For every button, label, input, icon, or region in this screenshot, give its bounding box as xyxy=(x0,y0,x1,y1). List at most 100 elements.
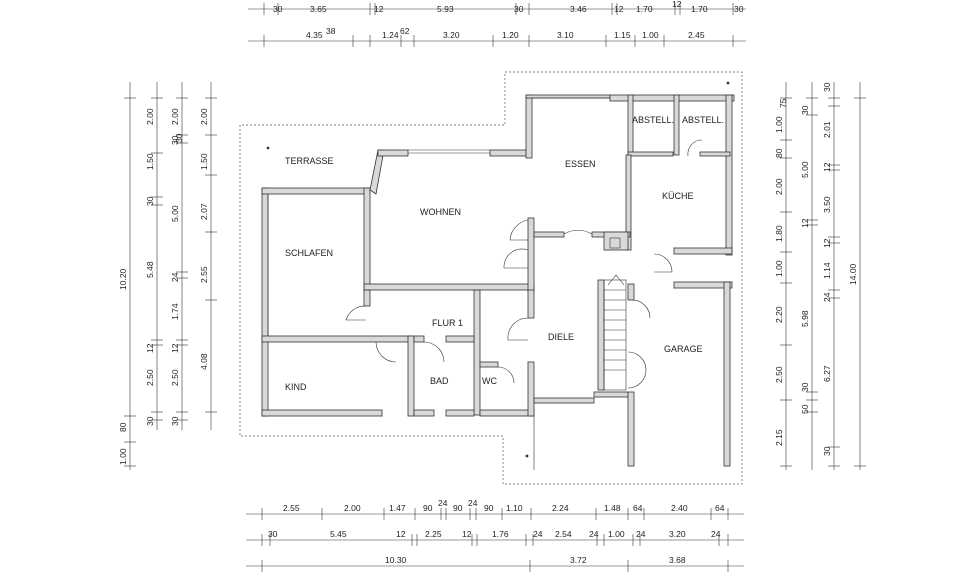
dim-right1-4: 1.80 xyxy=(774,225,784,242)
room-label-wc: WC xyxy=(482,376,497,386)
walls xyxy=(261,94,735,467)
dim-bot-10: 2.24 xyxy=(552,503,569,513)
room-label-garage: GARAGE xyxy=(664,344,703,354)
dim-top-6: 3.46 xyxy=(570,4,587,14)
dim-right1-1: 1.00 xyxy=(774,116,784,133)
dim-right3-6: 1.14 xyxy=(822,262,832,279)
dim-bot-2: 2.00 xyxy=(344,503,361,513)
dimension-lines-top: 30 3.65 12 5.93 30 3.46 12 1.70 12 1.70 … xyxy=(248,0,746,47)
dim-top-9: 12 xyxy=(672,0,682,9)
dim-left4-6: 4.08 xyxy=(199,353,209,370)
dimension-lines-bottom: 2.55 2.00 1.47 90 24 90 24 90 1.10 2.24 … xyxy=(246,498,744,572)
dim-top-4: 5.93 xyxy=(437,4,454,14)
dim-right1-3: 2.00 xyxy=(774,178,784,195)
dim-right1-8: 2.15 xyxy=(774,429,784,446)
dim-bot-3: 1.47 xyxy=(389,503,406,513)
dim-bot-5: 24 xyxy=(438,498,448,508)
dimension-lines-right: 1.00 80 2.00 1.80 1.00 2.20 2.50 2.15 75… xyxy=(774,82,866,470)
dim-bot-9: 1.10 xyxy=(506,503,523,513)
dim-right3-1: 30 xyxy=(822,82,832,92)
dim-right2-7: 50 xyxy=(800,404,810,414)
dim-right3-7: 24 xyxy=(822,292,832,302)
dim-left4-4: 2.07 xyxy=(199,203,209,220)
room-label-kueche: KÜCHE xyxy=(662,191,694,201)
dim-right2-3: 5.00 xyxy=(800,161,810,178)
dim-right3-3: 12 xyxy=(822,162,832,172)
dim-bot-8: 90 xyxy=(484,503,494,513)
dim-bot2-10: 1.00 xyxy=(608,529,625,539)
dim-left4-1: 30 xyxy=(174,133,184,143)
dim-right1-6: 2.20 xyxy=(774,306,784,323)
dim-right1-5: 1.00 xyxy=(774,260,784,277)
dim-top2-2: 38 xyxy=(326,26,336,36)
dim-bot3-3: 3.68 xyxy=(669,555,686,565)
dim-left3-2: 30 xyxy=(170,135,180,145)
dim-left3-6: 12 xyxy=(170,343,180,353)
dim-bot2-5: 12 xyxy=(462,529,472,539)
dim-top2-3: 1.24 xyxy=(382,30,399,40)
dim-bot-4: 90 xyxy=(423,503,433,513)
dim-bot-11: 1.48 xyxy=(604,503,621,513)
dim-top2-5: 3.20 xyxy=(443,30,460,40)
dim-bot-1: 2.55 xyxy=(283,503,300,513)
dim-right1-7: 2.50 xyxy=(774,366,784,383)
dim-top2-6: 1.20 xyxy=(502,30,519,40)
room-label-bad: BAD xyxy=(430,376,449,386)
dim-left2-4: 5.48 xyxy=(145,261,155,278)
dim-left1-3: 80 xyxy=(118,422,128,432)
dim-top2-1: 4.35 xyxy=(306,30,323,40)
room-label-flur: FLUR 1 xyxy=(432,318,463,328)
dim-bot2-6: 1.76 xyxy=(492,529,509,539)
dim-left2-6: 2.50 xyxy=(145,369,155,386)
dimension-lines-left: 10.20 1.00 80 2.00 1.50 30 5.48 12 2.50 … xyxy=(118,82,217,470)
dim-left1-2: 1.00 xyxy=(118,448,128,465)
dim-bot2-12: 3.20 xyxy=(669,529,686,539)
room-label-essen: ESSEN xyxy=(565,159,596,169)
dim-left3-4: 24 xyxy=(170,272,180,282)
room-label-diele: DIELE xyxy=(548,332,574,342)
room-labels: TERRASSE WOHNEN ESSEN ABSTELL. ABSTELL. … xyxy=(285,115,724,392)
dim-top-1: 30 xyxy=(273,4,283,14)
dim-left3-3: 5.00 xyxy=(170,205,180,222)
dim-right2-1: 75 xyxy=(778,98,788,108)
dim-left4-3: 1.50 xyxy=(199,153,209,170)
dim-bot-12: 64 xyxy=(633,503,643,513)
dim-bot2-11: 24 xyxy=(636,529,646,539)
dim-left4-2: 2.00 xyxy=(199,108,209,125)
dim-left2-7: 30 xyxy=(145,416,155,426)
room-label-wohnen: WOHNEN xyxy=(420,207,461,217)
dim-left2-5: 12 xyxy=(145,343,155,353)
room-label-schlafen: SCHLAFEN xyxy=(285,248,333,258)
dim-left1-1: 10.20 xyxy=(118,268,128,290)
dim-top-10: 1.70 xyxy=(691,4,708,14)
dim-bot2-1: 30 xyxy=(268,529,278,539)
dim-right4-1: 14.00 xyxy=(848,263,858,285)
dim-right2-2: 30 xyxy=(800,105,810,115)
dim-top-11: 30 xyxy=(734,4,744,14)
room-label-terrasse: TERRASSE xyxy=(285,156,334,166)
dim-bot2-7: 24 xyxy=(533,529,543,539)
dim-bot-13: 2.40 xyxy=(671,503,688,513)
dim-right2-5: 5.98 xyxy=(800,310,810,327)
room-label-abstell-1: ABSTELL. xyxy=(632,115,674,125)
dim-top-7: 12 xyxy=(614,4,624,14)
plan-details xyxy=(266,81,730,470)
dim-right3-5: 12 xyxy=(822,238,832,248)
dim-bot2-9: 24 xyxy=(589,529,599,539)
dim-top-3: 12 xyxy=(374,4,384,14)
dim-bot2-4: 2.25 xyxy=(425,529,442,539)
dim-right3-4: 3.50 xyxy=(822,196,832,213)
dim-left2-1: 2.00 xyxy=(145,108,155,125)
dim-right1-2: 80 xyxy=(774,148,784,158)
dim-left3-1: 2.00 xyxy=(170,108,180,125)
dim-top-8: 1.70 xyxy=(636,4,653,14)
dim-bot-7: 24 xyxy=(468,498,478,508)
dim-right2-4: 12 xyxy=(800,218,810,228)
dim-right3-9: 30 xyxy=(822,446,832,456)
dim-bot3-1: 10.30 xyxy=(385,555,407,565)
dim-bot-14: 64 xyxy=(715,503,725,513)
dim-bot2-3: 12 xyxy=(396,529,406,539)
dim-bot-6: 90 xyxy=(453,503,463,513)
dim-left3-5: 1.74 xyxy=(170,303,180,320)
